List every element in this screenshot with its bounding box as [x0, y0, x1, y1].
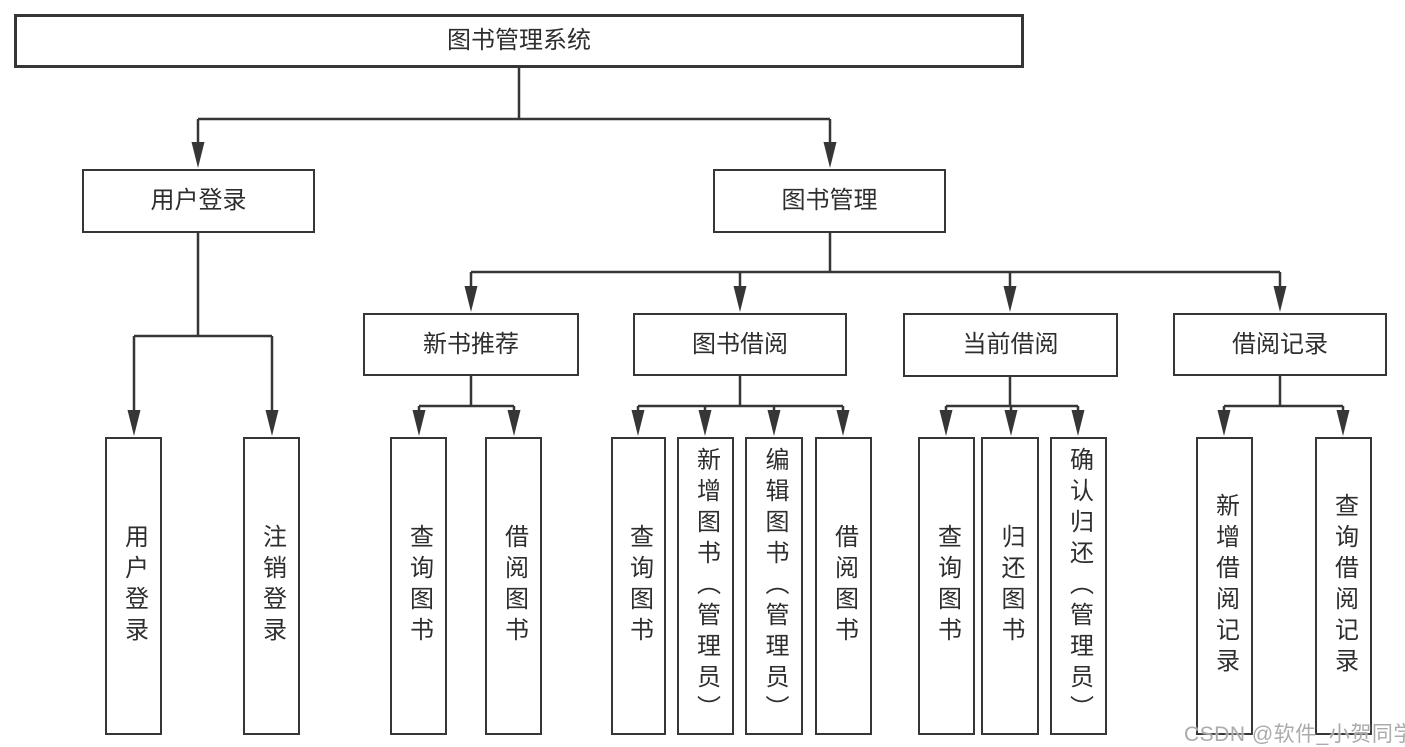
- leaf-user-login: 用户登录: [105, 437, 162, 735]
- leaf-logout-label: 注销登录: [258, 524, 286, 648]
- leaf-query-books-1-label: 查询图书: [405, 524, 433, 648]
- leaf-edit-book-admin-label: 编辑图书（管理员）: [761, 446, 788, 726]
- node-user-login-label: 用户登录: [150, 187, 247, 215]
- leaf-query-borrow-record: 查询借阅记录: [1315, 437, 1372, 735]
- leaf-add-book-admin: 新增图书（管理员）: [677, 437, 734, 735]
- leaf-return-books-label: 归还图书: [997, 524, 1024, 648]
- node-book-management: 图书管理: [713, 169, 946, 233]
- node-book-management-label: 图书管理: [781, 187, 878, 215]
- leaf-add-book-admin-label: 新增图书（管理员）: [692, 446, 720, 726]
- leaf-edit-book-admin: 编辑图书（管理员）: [745, 437, 803, 735]
- leaf-borrow-books-1-label: 借阅图书: [500, 524, 528, 648]
- node-current-borrow: 当前借阅: [903, 313, 1118, 377]
- node-borrow-records: 借阅记录: [1173, 313, 1387, 376]
- node-current-borrow-label: 当前借阅: [962, 331, 1059, 359]
- arrow-heads: [127, 142, 1350, 436]
- leaf-borrow-books-2-label: 借阅图书: [830, 524, 858, 648]
- leaf-return-books: 归还图书: [981, 437, 1039, 735]
- node-new-book-recommend: 新书推荐: [363, 313, 579, 376]
- node-book-borrow: 图书借阅: [633, 313, 847, 376]
- leaf-confirm-return-admin: 确认归还（管理员）: [1050, 437, 1107, 735]
- node-root: 图书管理系统: [14, 14, 1024, 68]
- connector-strokes: [132, 68, 1345, 412]
- csdn-watermark: CSDN @软件_小贺同学: [1184, 723, 1405, 746]
- leaf-query-borrow-record-label: 查询借阅记录: [1330, 493, 1358, 679]
- leaf-add-borrow-record-label: 新增借阅记录: [1211, 493, 1239, 679]
- leaf-add-borrow-record: 新增借阅记录: [1196, 437, 1253, 735]
- node-new-book-recommend-label: 新书推荐: [423, 330, 519, 358]
- leaf-query-books-1: 查询图书: [390, 437, 447, 735]
- leaf-query-books-3: 查询图书: [918, 437, 975, 735]
- leaf-user-login-label: 用户登录: [120, 524, 148, 648]
- node-root-label: 图书管理系统: [447, 27, 591, 55]
- node-user-login: 用户登录: [82, 169, 315, 233]
- leaf-query-books-3-label: 查询图书: [933, 524, 961, 648]
- leaf-borrow-books-1: 借阅图书: [485, 437, 542, 735]
- leaf-logout: 注销登录: [243, 437, 300, 735]
- leaf-confirm-return-admin-label: 确认归还（管理员）: [1065, 446, 1093, 726]
- leaf-query-books-2-label: 查询图书: [625, 524, 653, 648]
- node-borrow-records-label: 借阅记录: [1232, 330, 1328, 358]
- leaf-borrow-books-2: 借阅图书: [815, 437, 872, 735]
- leaf-query-books-2: 查询图书: [611, 437, 666, 735]
- node-book-borrow-label: 图书借阅: [692, 330, 788, 358]
